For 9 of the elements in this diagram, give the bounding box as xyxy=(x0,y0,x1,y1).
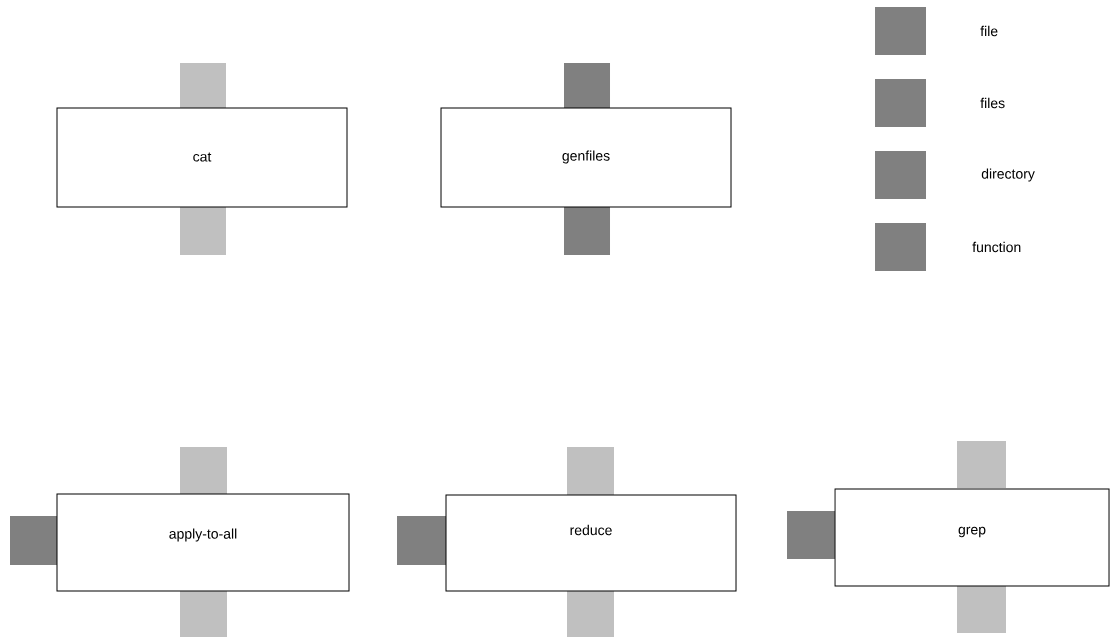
legend-label: file xyxy=(980,25,998,37)
process-box: genfiles xyxy=(440,107,732,208)
process-box: grep xyxy=(834,488,1110,587)
process-box: apply-to-all xyxy=(56,493,350,592)
process-box: cat xyxy=(56,107,348,208)
legend-label: function xyxy=(972,241,1021,253)
process-box: reduce xyxy=(445,494,737,592)
legend-label: directory xyxy=(981,168,1035,182)
legend-label: files xyxy=(980,97,1005,109)
